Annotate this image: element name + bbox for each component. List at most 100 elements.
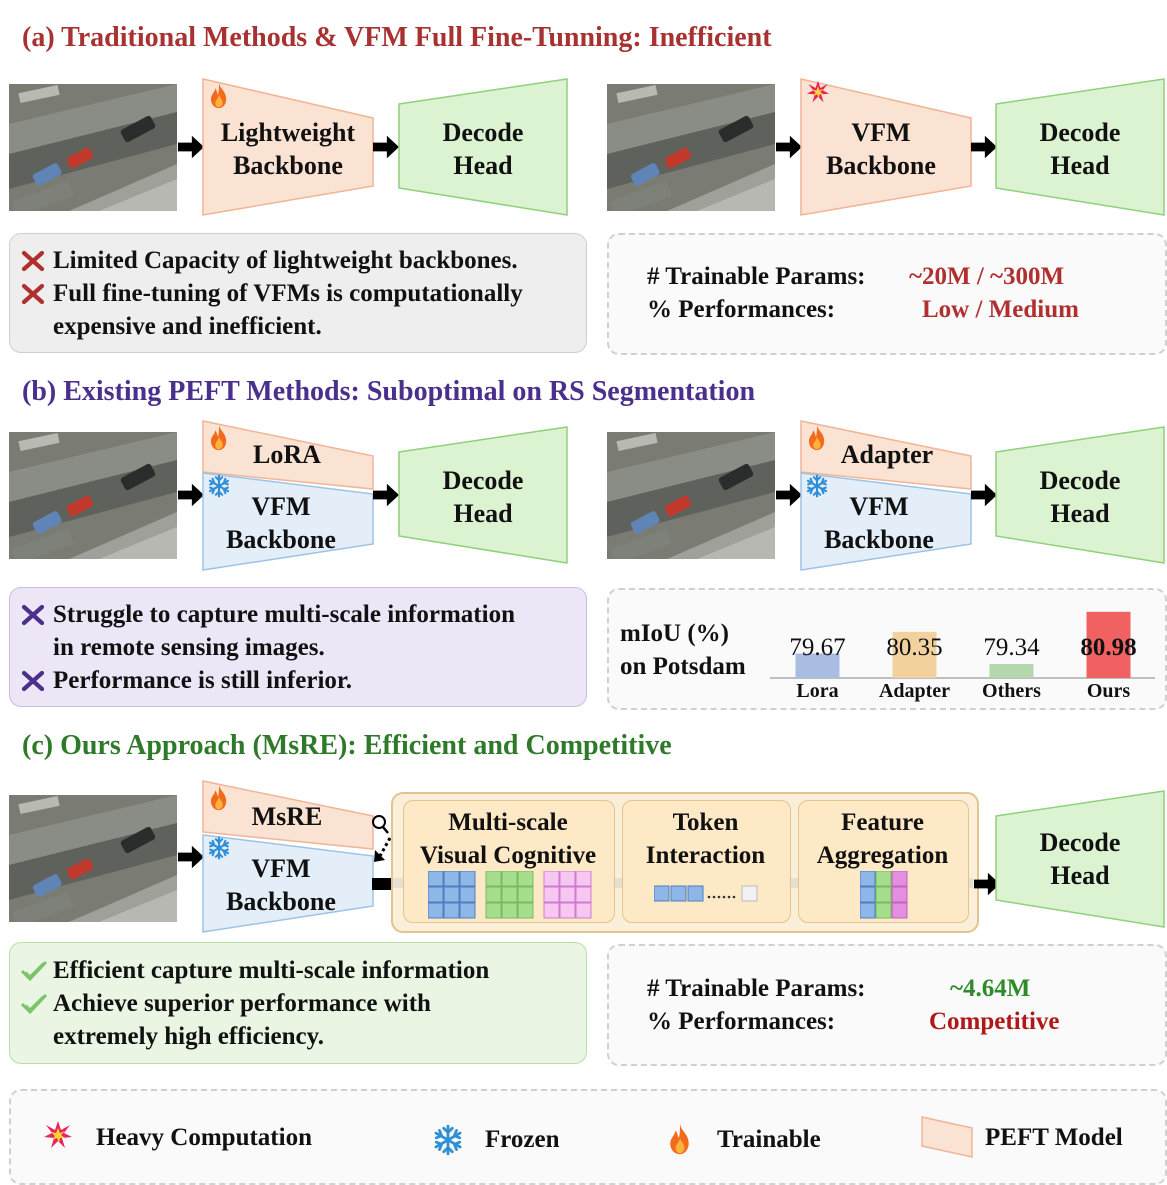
limitation-text: in remote sensing images. [53, 634, 325, 661]
lightweight-backbone [202, 78, 374, 216]
check-icon [20, 992, 48, 1016]
cross-icon [21, 669, 45, 693]
bar-ours [1086, 611, 1131, 678]
green-grid [485, 871, 534, 919]
aerial-image [9, 84, 177, 211]
lora-module [202, 420, 374, 490]
performance-value: Low / Medium [922, 296, 1079, 323]
params-label: # Trainable Params: [647, 975, 866, 1002]
decode-head [995, 426, 1165, 564]
heavy-computation-icon [43, 1120, 73, 1150]
bar-lora [795, 653, 840, 678]
adapter-module [800, 420, 972, 490]
cross-icon [21, 603, 45, 627]
performance-label: % Performances: [647, 296, 836, 323]
chart-ylabel: mIoU (%) [620, 620, 730, 647]
legend-label: Heavy Computation [96, 1124, 312, 1151]
peft-label: LoRA [253, 440, 321, 469]
advantage-text: Efficient capture multi-scale informatio… [53, 957, 490, 984]
limitations-box [9, 233, 587, 353]
vfm-backbone [202, 834, 374, 933]
module-label: Multi-scale [448, 809, 568, 836]
bar-others [989, 664, 1034, 678]
multi-scale-grids [428, 871, 592, 919]
heavy-computation-icon [806, 80, 830, 104]
legend-label: Trainable [717, 1126, 821, 1153]
token-interaction-module [622, 800, 791, 923]
head-label: Decode [1039, 118, 1121, 147]
vfm-backbone [800, 78, 972, 216]
bar-value-label: 79.34 [983, 634, 1040, 661]
section-b-title: (b) Existing PEFT Methods: Suboptimal on… [22, 376, 756, 407]
trainable-icon [208, 82, 230, 109]
peft-label: MsRE [251, 802, 323, 831]
bar-value-label: 79.67 [789, 634, 846, 661]
aerial-image [9, 432, 177, 559]
backbone-label: VFM [851, 118, 911, 147]
miou-chart-box [607, 588, 1167, 710]
head-label: Decode [1039, 828, 1121, 857]
limitation-text: Full fine-tuning of VFMs is computationa… [53, 280, 523, 307]
module-label: Visual Cognitive [419, 842, 597, 869]
miou-bar-chart [770, 611, 1155, 679]
bar-adapter [892, 631, 937, 678]
legend-label: PEFT Model [985, 1124, 1123, 1151]
advantage-text: extremely high efficiency. [53, 1023, 324, 1050]
magnifier-icon [372, 815, 392, 862]
arrow-icon [971, 135, 997, 159]
arrow-icon [178, 135, 204, 159]
decode-head [398, 426, 568, 564]
chart-ylabel: on Potsdam [620, 653, 746, 680]
aerial-image [9, 795, 177, 922]
pink-grid [543, 871, 592, 919]
section-a-title: (a) Traditional Methods & VFM Full Fine-… [22, 22, 772, 53]
arrow-icon [776, 135, 802, 159]
limitations-box [9, 587, 587, 707]
backbone-label: Backbone [226, 525, 336, 554]
arrow-icon [373, 135, 399, 159]
msre-module [202, 780, 374, 850]
bar-value-label: 80.98 [1080, 634, 1137, 661]
limitation-text: Struggle to capture multi-scale informat… [53, 601, 515, 628]
cross-icon [21, 249, 45, 273]
params-value: ~20M / ~300M [909, 263, 1065, 290]
peft-label: Adapter [840, 440, 934, 469]
backbone-label: Backbone [233, 151, 343, 180]
vfm-backbone [202, 472, 374, 571]
advantage-text: Achieve superior performance with [53, 990, 431, 1017]
head-label: Decode [442, 118, 524, 147]
legend-box [9, 1089, 1167, 1185]
backbone-label: Backbone [826, 151, 936, 180]
advantages-box [9, 942, 587, 1064]
aerial-image [607, 84, 775, 211]
check-icon [20, 959, 48, 983]
arrow-icon [178, 845, 204, 869]
arrow-icon [373, 483, 399, 507]
limitation-text: Performance is still inferior. [53, 667, 352, 694]
module-label: Aggregation [816, 842, 949, 869]
trainable-icon [806, 424, 828, 451]
peft-model-icon [921, 1116, 973, 1158]
head-label: Head [453, 499, 513, 528]
limitation-text: Limited Capacity of lightweight backbone… [53, 247, 518, 274]
head-label: Head [1050, 861, 1110, 890]
bar-category-label: Adapter [878, 680, 951, 702]
params-value: ~4.64M [950, 975, 1031, 1002]
blue-grid [428, 871, 476, 919]
performance-label: % Performances: [647, 1008, 836, 1035]
bar-category-label: Lora [796, 680, 839, 702]
section-c-title: (c) Ours Approach (MsRE): Efficient and … [22, 730, 672, 761]
head-label: Head [453, 151, 513, 180]
backbone-label: Backbone [824, 525, 934, 554]
arrow-icon [776, 483, 802, 507]
trainable-icon [208, 784, 230, 811]
aerial-image [607, 432, 775, 559]
head-label: Head [1050, 151, 1110, 180]
stats-box [607, 233, 1167, 355]
module-label: Interaction [645, 842, 766, 869]
module-label: Token [672, 809, 739, 836]
bar-value-label: 80.35 [886, 634, 943, 661]
vfm-backbone [800, 472, 972, 571]
backbone-label: Lightweight [220, 118, 356, 147]
decode-head [398, 78, 568, 216]
